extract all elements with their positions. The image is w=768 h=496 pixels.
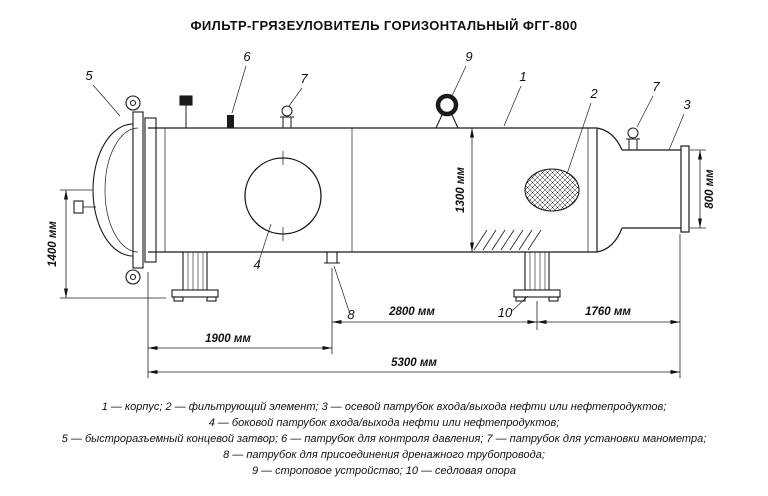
- side-nozzle: [244, 151, 322, 241]
- legend-line-2: 4 — боковой патрубок входа/выхода нефти …: [208, 417, 560, 429]
- dim-shell-diameter-label: 1300 мм: [455, 167, 467, 213]
- dim-overall-length-label: 5300 мм: [391, 357, 437, 369]
- dim-span-middle-label: 2800 мм: [388, 306, 435, 318]
- drain-nozzle: [324, 252, 340, 264]
- callout-saddle-support: 10: [498, 305, 513, 320]
- callout-axial-nozzle: 3: [683, 97, 691, 112]
- legend-line-5: 9 — строповое устройство; 10 — седловая …: [251, 465, 517, 477]
- dim-nozzle-diameter-label: 800 мм: [704, 169, 716, 209]
- vessel-body: [148, 127, 623, 253]
- callout-body: 1: [519, 69, 526, 84]
- callout-pressure-nozzle: 6: [243, 49, 251, 64]
- end-closure: [73, 95, 193, 285]
- dim-height-label: 1400 мм: [47, 221, 59, 267]
- filter-element: [524, 168, 580, 212]
- manometer-nozzle-right: [626, 127, 640, 150]
- support-right: [513, 252, 561, 302]
- support-left: [171, 252, 219, 302]
- drawing-title: ФИЛЬТР-ГРЯЗЕУЛОВИТЕЛЬ ГОРИЗОНТАЛЬНЫЙ ФГГ…: [190, 18, 578, 33]
- callout-side-nozzle: 4: [253, 257, 260, 272]
- dim-span-right-label: 1760 мм: [585, 306, 631, 318]
- callout-manometer-nozzle-left: 7: [300, 71, 308, 86]
- callout-sling-device: 9: [465, 49, 472, 64]
- legend-line-1: 1 — корпус; 2 — фильтрующий элемент; 3 —…: [101, 401, 667, 413]
- manometer-nozzle-left: [280, 105, 294, 128]
- legend-line-4: 8 — патрубок для присоединения дренажног…: [223, 449, 545, 461]
- pressure-nozzle: [227, 115, 234, 128]
- lifting-lug: [435, 93, 459, 129]
- dim-span-left-label: 1900 мм: [205, 333, 251, 345]
- technical-drawing: 1400 мм 1300 мм 800 мм 2800 мм 1760 мм 1…: [47, 49, 716, 378]
- callout-end-closure: 5: [85, 68, 93, 83]
- callout-filter-element: 2: [589, 86, 598, 101]
- dimension-lines: [60, 128, 706, 378]
- sludge-hatch: [473, 229, 542, 251]
- callout-drain-nozzle: 8: [347, 307, 355, 322]
- callout-leaders: [92, 65, 685, 312]
- axial-nozzle: [622, 145, 690, 233]
- legend: 1 — корпус; 2 — фильтрующий элемент; 3 —…: [0, 399, 768, 479]
- callout-manometer-nozzle-right: 7: [652, 79, 660, 94]
- legend-line-3: 5 — быстроразъемный концевой затвор; 6 —…: [61, 433, 707, 445]
